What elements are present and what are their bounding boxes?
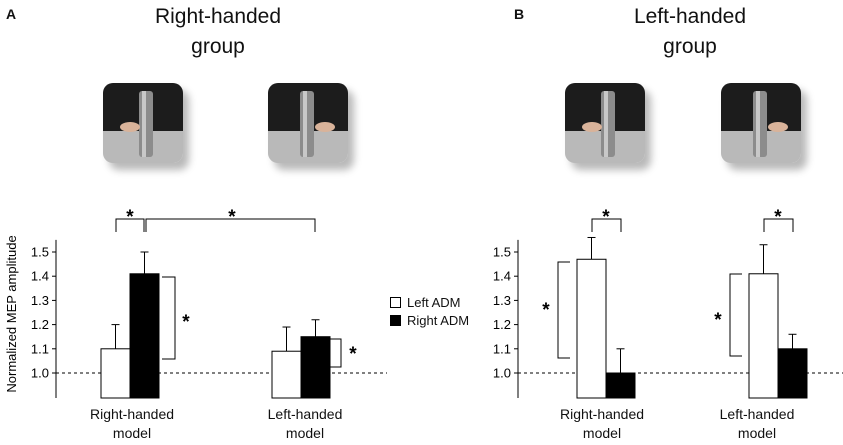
legend-label-left-adm: Left ADM — [407, 294, 461, 310]
category-label-a-left-handed: Left-handed model — [245, 405, 365, 443]
legend-label-right-adm: Right ADM — [407, 312, 470, 328]
category-label-a-right-handed: Right-handed model — [72, 405, 192, 443]
category-label-line1: Left-handed — [719, 406, 795, 422]
y-tick-label: 1.5 — [493, 245, 511, 260]
bar-right-adm — [129, 273, 160, 399]
significance-bracket — [763, 218, 794, 232]
chart-panel-b: 1.0 1.1 1.2 1.3 1.4 1.5 — [493, 236, 843, 399]
category-label-b-left-handed: Left-handed model — [697, 405, 817, 443]
legend-item-left-adm: Left ADM — [390, 293, 469, 311]
panel-a-title-line1: Right-handed — [154, 5, 282, 28]
category-label-line2: model — [112, 425, 152, 441]
left-hand-model-photo-b — [721, 83, 801, 163]
significance-bracket — [591, 218, 622, 232]
significance-bracket — [115, 218, 145, 232]
significance-star: * — [126, 207, 134, 228]
right-hand-model-photo-a — [103, 83, 183, 163]
significance-star: * — [182, 312, 190, 333]
y-tick-label: 1.0 — [493, 366, 511, 381]
category-label-line1: Left-handed — [267, 406, 343, 422]
chart-panel-a: 1.0 1.1 1.2 1.3 1.4 1.5 Normalized MEP amplitu… — [4, 235, 387, 399]
panel-b-title-line2: group — [663, 35, 717, 58]
significance-star: * — [602, 207, 610, 228]
y-tick-label: 1.2 — [493, 317, 511, 332]
right-hand-model-photo-b — [565, 83, 645, 163]
significance-star: * — [714, 310, 722, 331]
bar-left-adm — [100, 348, 131, 399]
significance-bracket — [145, 218, 316, 232]
bar-left-adm — [576, 258, 607, 399]
bar-left-adm — [748, 273, 779, 399]
legend: Left ADM Right ADM — [390, 293, 469, 329]
panel-b-title: Left-handed group — [600, 2, 780, 62]
y-tick-label: 1.4 — [493, 269, 511, 284]
significance-bracket — [729, 273, 742, 357]
bar-right-adm — [605, 372, 636, 399]
significance-star: * — [542, 300, 550, 321]
significance-bracket — [330, 338, 342, 368]
bar-right-adm — [300, 336, 331, 399]
panel-a-letter: A — [6, 6, 17, 22]
significance-star: * — [228, 207, 236, 228]
left-hand-model-photo-a — [268, 83, 348, 163]
significance-star: * — [774, 207, 782, 228]
y-axis-label: Normalized MEP amplitude — [4, 235, 19, 392]
y-tick-label: 1.0 — [31, 366, 49, 381]
category-label-line1: Right-handed — [89, 406, 175, 422]
legend-swatch-left-adm — [390, 296, 401, 308]
category-label-line1: Right-handed — [559, 406, 645, 422]
legend-item-right-adm: Right ADM — [390, 311, 469, 329]
y-tick-label: 1.4 — [31, 269, 49, 284]
legend-swatch-right-adm — [390, 314, 401, 326]
panel-a-title: Right-handed group — [128, 2, 308, 62]
y-tick-label: 1.1 — [493, 341, 511, 356]
significance-bracket — [557, 261, 570, 359]
significance-bracket — [162, 276, 176, 360]
y-tick-label: 1.2 — [31, 317, 49, 332]
significance-star: * — [349, 344, 357, 365]
panel-b-letter: B — [514, 6, 525, 22]
category-label-line2: model — [737, 425, 777, 441]
y-tick-label: 1.3 — [31, 293, 49, 308]
bar-right-adm — [777, 348, 808, 399]
y-tick-label: 1.3 — [493, 293, 511, 308]
category-label-line2: model — [285, 425, 325, 441]
y-tick-label: 1.1 — [31, 341, 49, 356]
bar-left-adm — [271, 350, 302, 399]
y-tick-label: 1.5 — [31, 245, 49, 260]
panel-b-title-line1: Left-handed — [633, 5, 747, 28]
panel-a-title-line2: group — [191, 35, 245, 58]
category-label-line2: model — [582, 425, 622, 441]
category-label-b-right-handed: Right-handed model — [542, 405, 662, 443]
